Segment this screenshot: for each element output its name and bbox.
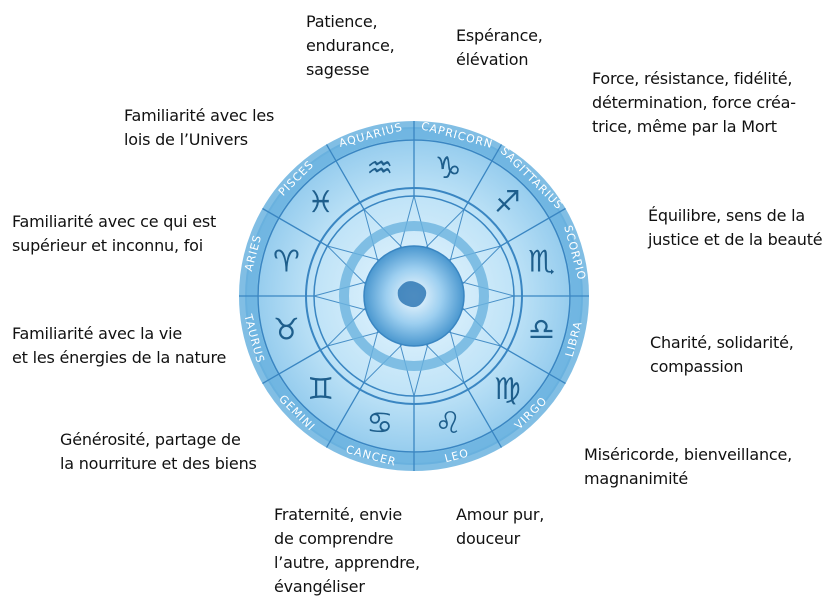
aries-figure-icon: ♈ [273,244,300,279]
sector-divider [500,207,566,247]
virtue-aries: Familiarité avec la vie et les énergies … [12,324,227,367]
taurus-figure-icon: ♉ [273,313,300,348]
virtue-pisces: Familiarité avec ce qui est supérieur et… [12,212,217,255]
virtue-virgo: Charité, solidarité, compassion [650,333,794,376]
virtue-leo: Miséricorde, bienveillance, magnanimité [584,445,793,488]
inner-ring-band [339,221,489,371]
sector-divider [325,382,365,448]
scorpio-figure-icon: ♏ [528,244,555,279]
sector-divider [463,144,503,210]
sign-glyphs: ♑ ♐♏ ♎♍ ♌ ♋ ♊♉ ♈♓ ♒ [273,151,555,441]
cancer-figure-icon: ♋ [366,406,393,441]
virtue-capricorn: Patience, endurance, sagesse [306,12,395,79]
leo-figure-icon: ♌ [435,406,462,441]
virtue-scorpio: Force, résistance, fidélité, déterminati… [592,69,796,136]
virtue-sagittarius: Espérance, élévation [456,26,543,69]
virgo-figure-icon: ♍ [494,372,521,407]
sign-name-leo: LEO [443,446,470,465]
virtue-libra: Équilibre, sens de la justice et de la b… [648,206,823,249]
sector-divider [262,207,328,247]
globe-continent-shape [397,281,427,308]
sagittarius-figure-icon: ♐ [494,185,521,220]
sector-divider [262,345,328,385]
virtue-aquarius: Familiarité avec les lois de l’Univers [124,106,275,149]
virtue-gemini: Fraternité, envie de comprendre l’autre,… [274,505,420,596]
sector-divider [325,144,365,210]
aquarius-figure-icon: ♒ [366,151,393,186]
sector-divider [463,382,503,448]
pisces-figure-icon: ♓ [307,185,334,220]
capricorn-figure-icon: ♑ [435,151,462,186]
sector-dividers [239,121,589,471]
virtue-cancer: Amour pur, douceur [456,505,545,548]
gemini-figure-icon: ♊ [307,372,334,407]
virtue-taurus: Générosité, partage de la nourriture et … [60,430,257,473]
sector-divider [500,345,566,385]
libra-figure-icon: ♎ [528,313,555,348]
